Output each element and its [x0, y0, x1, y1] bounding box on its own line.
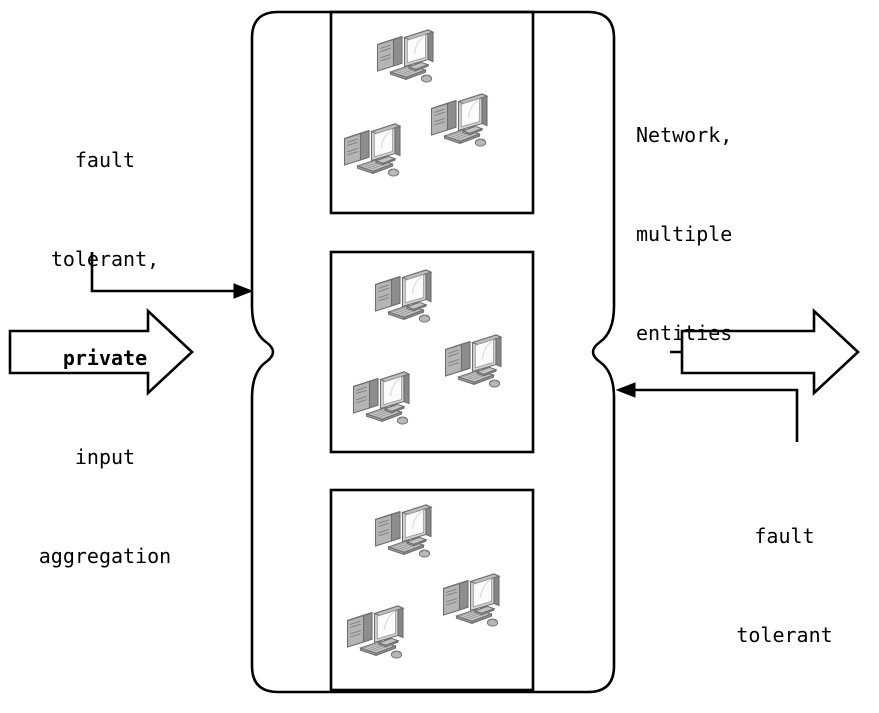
entity-box-1: [329, 10, 535, 215]
input-block-arrow: [8, 308, 194, 396]
input-label-line-5: aggregation: [38, 544, 172, 568]
desktop-computer-icon: [442, 573, 500, 627]
input-label-line-1: fault: [74, 148, 136, 172]
output-label-line-2: tolerant: [736, 623, 833, 647]
desktop-computer-icon: [444, 334, 502, 388]
entity-box-2: [329, 250, 535, 454]
entity-box-3: [329, 488, 535, 692]
input-aggregation-label: fault tolerant, private input aggregatio…: [0, 78, 210, 639]
input-callout-arrow: [90, 252, 254, 299]
desktop-computer-icon: [343, 123, 401, 177]
input-label-line-4: input: [74, 445, 136, 469]
desktop-computer-icon: [376, 29, 434, 83]
output-block-arrow: [670, 308, 860, 396]
network-container: [250, 10, 616, 694]
network-label-line-1: Network,: [636, 123, 733, 147]
desktop-computer-icon: [352, 371, 410, 425]
desktop-computer-icon: [346, 605, 404, 659]
input-label-line-3: private: [62, 346, 148, 370]
output-callout-arrow: [615, 382, 799, 442]
network-label-line-2: multiple: [636, 222, 733, 246]
network-label: Network, multiple entities: [636, 53, 732, 416]
output-aggregation-label: fault tolerant output aggregation: [690, 454, 879, 713]
network-label-line-3: entities: [636, 321, 733, 345]
output-label-line-1: fault: [754, 524, 815, 548]
desktop-computer-icon: [374, 504, 432, 558]
desktop-computer-icon: [374, 269, 432, 323]
desktop-computer-icon: [430, 93, 488, 147]
input-label-line-2: tolerant,: [50, 247, 160, 271]
